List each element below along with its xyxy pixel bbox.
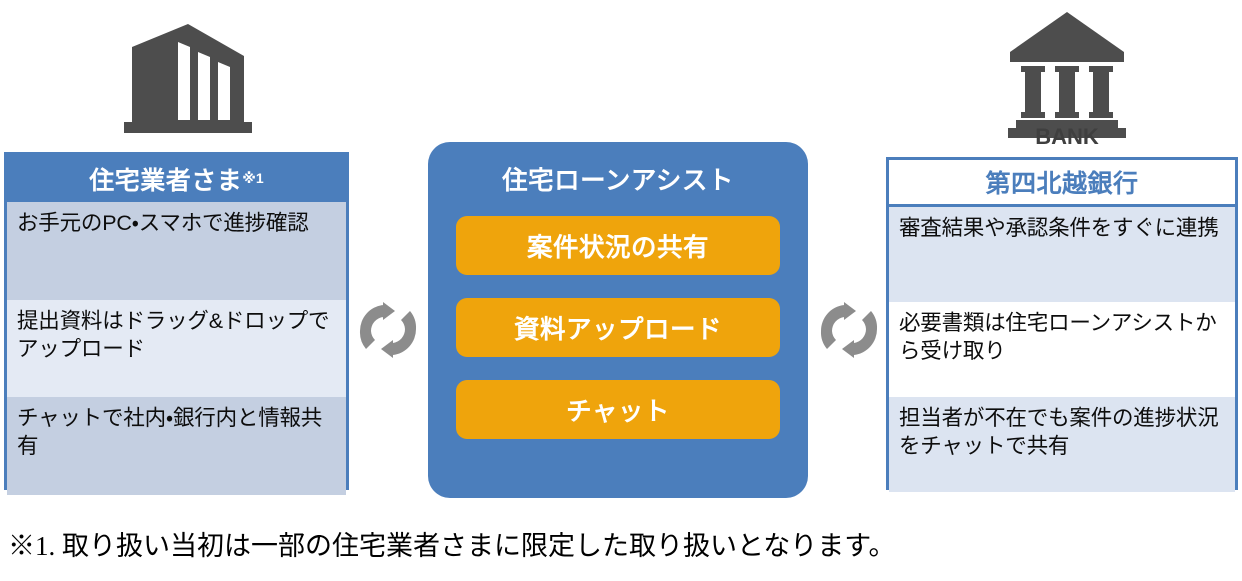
- housing-vendor-title-footnote-marker: ※1: [242, 170, 264, 186]
- footnote-text: ※1. 取り扱い当初は一部の住宅業者さまに限定した取り扱いとなります。: [8, 531, 896, 561]
- office-building-icon: [118, 18, 258, 144]
- housing-vendor-panel: 住宅業者さま※1 お手元のPC・スマホで進捗確認 提出資料はドラッグ&ドロップで…: [4, 152, 349, 495]
- housing-vendor-row-list: お手元のPC・スマホで進捗確認 提出資料はドラッグ&ドロップでアップロード チャ…: [7, 202, 346, 495]
- list-item: 必要書類は住宅ローンアシストから受け取り: [889, 302, 1235, 397]
- housing-vendor-panel-title: 住宅業者さま※1: [7, 155, 346, 202]
- bank-panel-title: 第四北越銀行: [889, 160, 1235, 207]
- sync-exchange-icon-left: [359, 300, 417, 360]
- loan-assist-panel: 住宅ローンアシスト 案件状況の共有 資料アップロード チャット: [428, 142, 808, 498]
- feature-button-chat[interactable]: チャット: [456, 380, 780, 439]
- bank-panel: 第四北越銀行 審査結果や承認条件をすぐに連携 必要書類は住宅ローンアシストから受…: [886, 157, 1238, 492]
- list-item: お手元のPC・スマホで進捗確認: [7, 202, 346, 300]
- list-item: チャットで社内・銀行内と情報共有: [7, 397, 346, 495]
- bank-icon-label: BANK: [1035, 124, 1099, 144]
- housing-vendor-title-text: 住宅業者さま: [89, 166, 243, 195]
- list-item: 担当者が不在でも案件の進捗状況をチャットで共有: [889, 397, 1235, 492]
- list-item: 審査結果や承認条件をすぐに連携: [889, 207, 1235, 302]
- bank-building-icon: BANK: [1000, 8, 1134, 149]
- sync-exchange-icon-right: [820, 300, 878, 360]
- loan-assist-panel-title: 住宅ローンアシスト: [502, 167, 734, 195]
- feature-button-case-status-sharing[interactable]: 案件状況の共有: [456, 216, 780, 275]
- feature-button-document-upload[interactable]: 資料アップロード: [456, 298, 780, 357]
- list-item: 提出資料はドラッグ&ドロップでアップロード: [7, 300, 346, 397]
- bank-row-list: 審査結果や承認条件をすぐに連携 必要書類は住宅ローンアシストから受け取り 担当者…: [889, 207, 1235, 492]
